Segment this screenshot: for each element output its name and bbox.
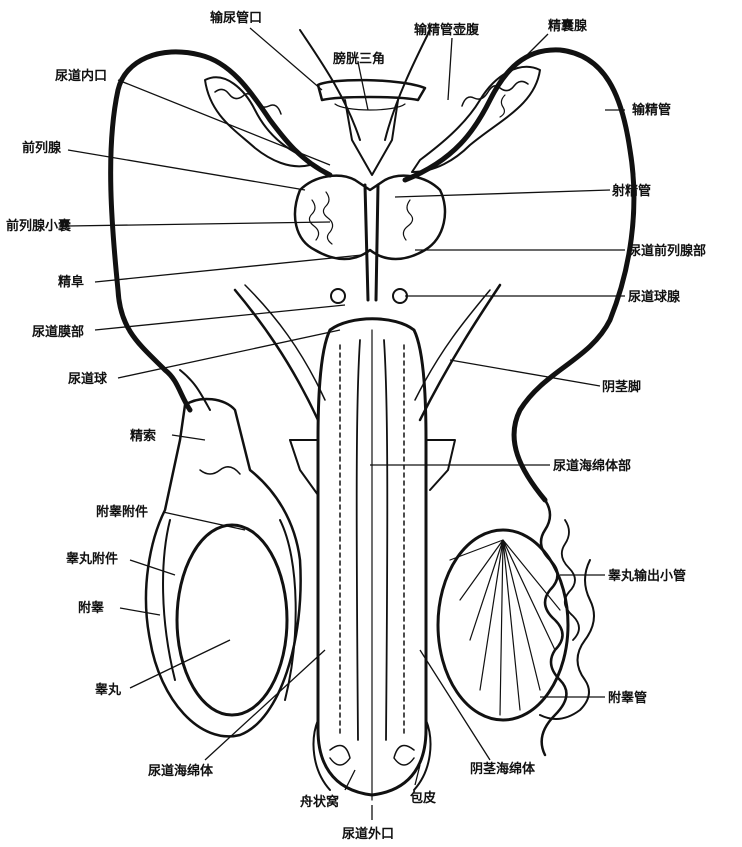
- label-vas-deferens: 输精管: [632, 102, 671, 118]
- left-testis-drawing: [146, 399, 301, 736]
- label-efferent-ductules: 睾丸输出小管: [608, 568, 686, 584]
- label-prostate: 前列腺: [22, 140, 62, 156]
- label-appendix-testis: 睾丸附件: [66, 551, 118, 567]
- label-ejaculatory-duct: 射精管: [611, 183, 651, 199]
- label-corpus-spongiosum: 尿道海绵体: [148, 763, 214, 779]
- label-membranous-urethra: 尿道膜部: [32, 324, 84, 340]
- label-prepuce: 包皮: [410, 790, 436, 806]
- label-navicular-fossa: 舟状窝: [300, 794, 339, 810]
- prostate-drawing: [295, 176, 445, 300]
- label-prostatic-utricle: 前列腺小囊: [6, 218, 72, 234]
- label-bladder-trigone: 膀胱三角: [332, 51, 385, 67]
- label-internal-urethral-orifice: 尿道内口: [55, 68, 107, 84]
- label-ejaculatory-duct-ampulla: 输精管壶腹: [414, 22, 480, 38]
- label-appendix-epididymis: 附睾附件: [96, 504, 148, 520]
- label-prostatic-urethra: 尿道前列腺部: [628, 243, 706, 259]
- label-seminal-vesicle: 精囊腺: [548, 18, 588, 34]
- label-testis: 睾丸: [95, 682, 122, 698]
- label-external-urethral-orifice: 尿道外口: [342, 826, 394, 842]
- penile-crura-drawing: [235, 285, 500, 420]
- right-vas-deferens-drawing: [405, 50, 634, 500]
- label-spermatic-cord: 精索: [130, 428, 156, 444]
- label-epididymis: 附睾: [78, 600, 104, 616]
- label-urethral-bulb: 尿道球: [68, 371, 108, 387]
- label-corpus-cavernosum: 阴茎海绵体: [470, 761, 536, 777]
- penile-shaft-drawing: [290, 319, 455, 800]
- label-ureter-orifice: 输尿管口: [210, 10, 262, 26]
- organ-drawing: [111, 30, 634, 800]
- label-bulbourethral-gland: 尿道球腺: [628, 289, 681, 305]
- label-penile-crus: 阴茎脚: [602, 379, 641, 395]
- label-seminal-colliculus: 精阜: [58, 274, 84, 290]
- label-ductus-epididymis: 附睾管: [608, 690, 647, 706]
- right-testis-drawing: [438, 500, 594, 755]
- seminal-vesicles-drawing: [205, 67, 540, 172]
- label-spongy-urethra: 尿道海绵体部: [553, 458, 631, 474]
